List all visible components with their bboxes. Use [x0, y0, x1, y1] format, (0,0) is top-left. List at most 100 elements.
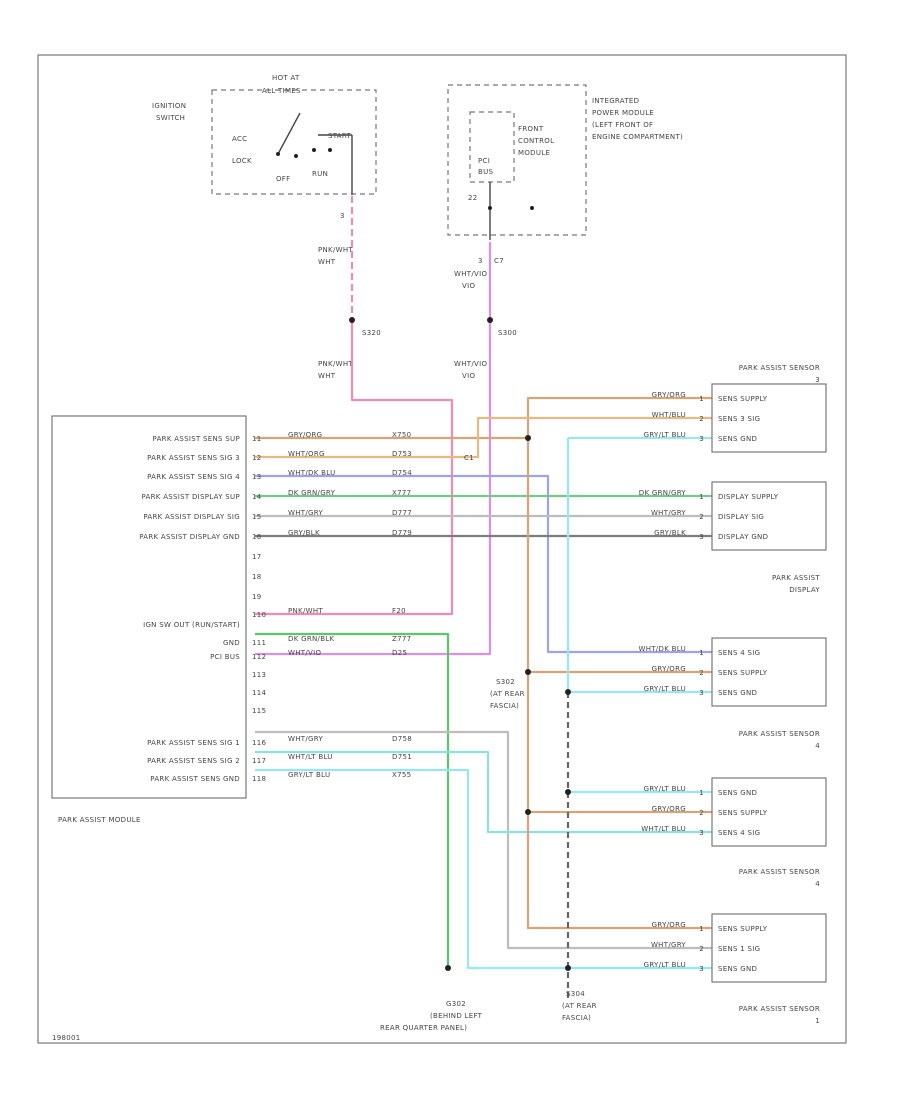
label-wht-1: WHT	[318, 258, 336, 266]
module-pin-name: PARK ASSIST SENS SIG 3	[147, 454, 240, 462]
ign-pin: 3	[340, 212, 345, 220]
pin-function-label: SENS 4 SIG	[718, 829, 760, 837]
pin-number: 1	[699, 493, 704, 501]
hot-label-2: ALL TIMES	[262, 87, 301, 95]
pin-function-label: SENS SUPPLY	[718, 669, 768, 677]
wire-color-label: WHT/GRY	[288, 509, 323, 517]
module-pin-number: 114	[252, 689, 267, 697]
ipm-label-1: INTEGRATED	[592, 97, 639, 105]
g302-loc-1: (BEHIND LEFT	[430, 1012, 483, 1020]
pin-function-label: SENS SUPPLY	[718, 925, 768, 933]
wire-supply-bus	[526, 438, 712, 930]
module-pin-number: 11	[252, 435, 262, 443]
module-pin-name: PARK ASSIST DISPLAY SIG	[143, 513, 240, 521]
module-pin-name: PARK ASSIST SENS SUP	[153, 435, 240, 443]
fcm-label-1: FRONT	[518, 125, 544, 133]
wire-color-label: GRY/LT BLU	[644, 431, 686, 439]
wire-color-label: GRY/BLK	[654, 529, 686, 537]
component-title: PARK ASSIST SENSOR	[739, 364, 820, 372]
wire-circuit-label: D758	[392, 735, 412, 743]
module-pin-number: 112	[252, 653, 266, 661]
s304-id: S304	[566, 990, 585, 998]
component-title: PARK ASSIST SENSOR	[739, 730, 820, 738]
module-pin-number: 17	[252, 553, 262, 561]
component-title-line2: DISPLAY	[789, 586, 820, 594]
wire-pci-bus	[255, 242, 492, 656]
wire-color-label: DK GRN/BLK	[288, 635, 334, 643]
splice-s302-dot	[565, 689, 571, 695]
wire-color-label: WHT/GRY	[651, 509, 686, 517]
ipm-label-2: POWER MODULE	[592, 109, 654, 117]
pos-acc: ACC	[232, 135, 247, 143]
wire-circuit-label: D753	[392, 450, 412, 458]
pin-function-label: SENS 3 SIG	[718, 415, 760, 423]
wire-ign-run	[255, 320, 454, 616]
wire-sens-sig3	[255, 416, 712, 459]
module-pin-number: 113	[252, 671, 266, 679]
ipm-conn: C7	[494, 257, 504, 265]
splice-s300-dot	[487, 317, 493, 323]
module-pin-number: 12	[252, 454, 262, 462]
module-pin-number: 111	[252, 639, 266, 647]
wire-color-label: GRY/ORG	[652, 391, 686, 399]
pos-off: OFF	[276, 175, 290, 183]
s304-loc-2: FASCIA)	[562, 1014, 591, 1022]
splice-s300: S300	[498, 329, 517, 337]
pin-number: 1	[699, 649, 704, 657]
pin-function-label: SENS GND	[718, 789, 757, 797]
pin-function-label: DISPLAY SIG	[718, 513, 764, 521]
module-pin-number: 117	[252, 757, 266, 765]
wire-color-label: GRY/LT BLU	[644, 961, 686, 969]
wire-color-label: WHT/BLU	[652, 411, 686, 419]
component-title: PARK ASSIST SENSOR	[739, 868, 820, 876]
ipm-label-3: (LEFT FRONT OF	[592, 121, 653, 129]
pin-number: 3	[699, 435, 704, 443]
wire-color-label: WHT/LT BLU	[641, 825, 686, 833]
pin-function-label: SENS 4 SIG	[718, 649, 760, 657]
ignition-label-1: IGNITION	[152, 102, 186, 110]
module-pin-name: PARK ASSIST SENS SIG 1	[147, 739, 240, 747]
wire-color-label: WHT/DK BLU	[288, 469, 336, 477]
s302-id: S302	[496, 678, 515, 686]
wire-color-label: GRY/BLK	[288, 529, 320, 537]
pin-number: 3	[699, 829, 704, 837]
wire-color-label: PNK/WHT	[288, 607, 323, 615]
wire-circuit-label: Z777	[392, 635, 411, 643]
pin-function-label: SENS 1 SIG	[718, 945, 760, 953]
pin-function-label: SENS GND	[718, 689, 757, 697]
component-title: PARK ASSIST SENSOR	[739, 1005, 820, 1013]
figure-id: 198001	[52, 1034, 81, 1042]
module-pin-number: 14	[252, 493, 262, 501]
wire-color-label: GRY/ORG	[652, 921, 686, 929]
module-pin-number: 116	[252, 739, 267, 747]
component-title-line2: 4	[815, 880, 820, 888]
splice-s320-dot	[349, 317, 355, 323]
fcm-label-2: CONTROL	[518, 137, 554, 145]
wire-color-label: GRY/LT BLU	[644, 685, 686, 693]
s304-loc-1: (AT REAR	[562, 1002, 597, 1010]
pin-function-label: DISPLAY GND	[718, 533, 768, 541]
pin-function-label: SENS GND	[718, 435, 757, 443]
pin-number: 3	[699, 689, 704, 697]
wire-circuit-label: D777	[392, 509, 412, 517]
module-pin-name: PARK ASSIST SENS SIG 2	[147, 757, 240, 765]
pin-number: 2	[699, 945, 704, 953]
ignition-switch: HOT AT ALL TIMES IGNITION SWITCH ACC LOC…	[152, 74, 377, 220]
component-title-line2: 3	[815, 376, 820, 384]
wire-color-label: GRY/ORG	[652, 805, 686, 813]
ipm-label-4: ENGINE COMPARTMENT)	[592, 133, 683, 141]
pci-label-1: PCI	[478, 157, 490, 165]
wire-color-label: DK GRN/GRY	[288, 489, 336, 497]
component-title-line2: 4	[815, 742, 820, 750]
wire-circuit-label: F20	[392, 607, 406, 615]
label-vio-1: VIO	[462, 282, 475, 290]
wire-color-label: WHT/DK BLU	[638, 645, 686, 653]
label-wht-2: WHT	[318, 372, 336, 380]
ground-g302	[445, 965, 451, 971]
label-wht-vio-1: WHT/VIO	[454, 270, 487, 278]
